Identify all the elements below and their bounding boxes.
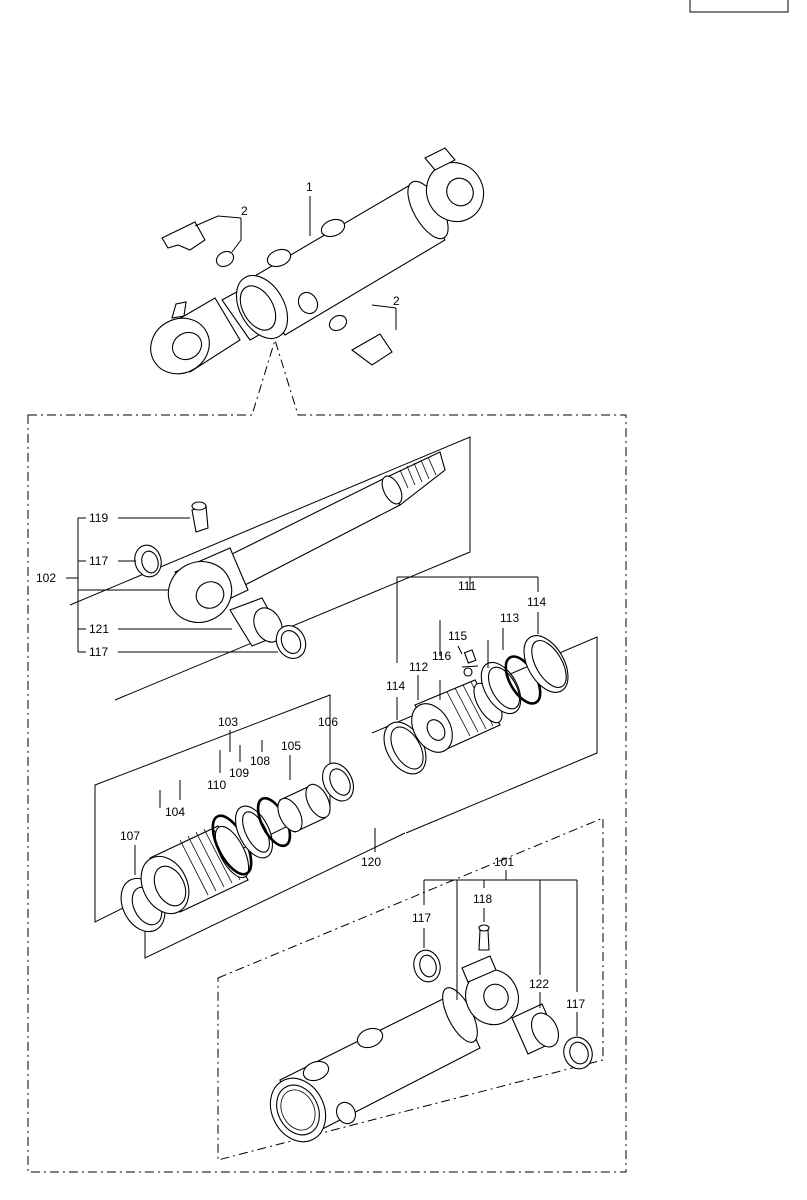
barrel-assembly (269, 924, 593, 1143)
label-110: 110 (207, 778, 226, 792)
label-107: 107 (120, 829, 140, 843)
assembled-cylinder (150, 147, 485, 375)
label-104: 104 (165, 805, 185, 819)
label-117-seal-lower: 117 (89, 645, 108, 659)
label-112: 112 (409, 660, 428, 674)
label-114-left: 114 (386, 679, 405, 693)
label-106: 106 (318, 715, 338, 729)
kit-boundary (27, 338, 627, 1173)
label-109: 109 (229, 766, 249, 780)
label-111: 111 (458, 579, 477, 593)
label-105: 105 (281, 739, 301, 753)
piston-assembly (383, 635, 569, 775)
label-108: 108 (250, 754, 270, 768)
label-120: 120 (361, 855, 381, 869)
label-117-barrel-upper: 117 (412, 911, 431, 925)
label-102: 102 (36, 571, 56, 585)
label-117-seal-upper: 117 (89, 554, 108, 568)
label-2-upper: 2 (241, 204, 248, 218)
gland-assembly (120, 762, 354, 933)
label-2-lower: 2 (393, 294, 400, 308)
label-119: 119 (89, 511, 108, 525)
label-116: 116 (432, 649, 451, 663)
label-121: 121 (89, 622, 109, 636)
label-113: 113 (500, 611, 519, 625)
label-1: 1 (306, 180, 313, 194)
rod-assembly (134, 451, 446, 659)
label-114-right: 114 (527, 595, 546, 609)
page-number-box (689, 0, 789, 13)
label-122: 122 (529, 977, 549, 991)
label-103: 103 (218, 715, 238, 729)
label-118: 118 (473, 892, 492, 906)
label-115: 115 (448, 629, 467, 643)
label-117-barrel-lower: 117 (566, 997, 585, 1011)
label-101: 101 (494, 855, 514, 869)
